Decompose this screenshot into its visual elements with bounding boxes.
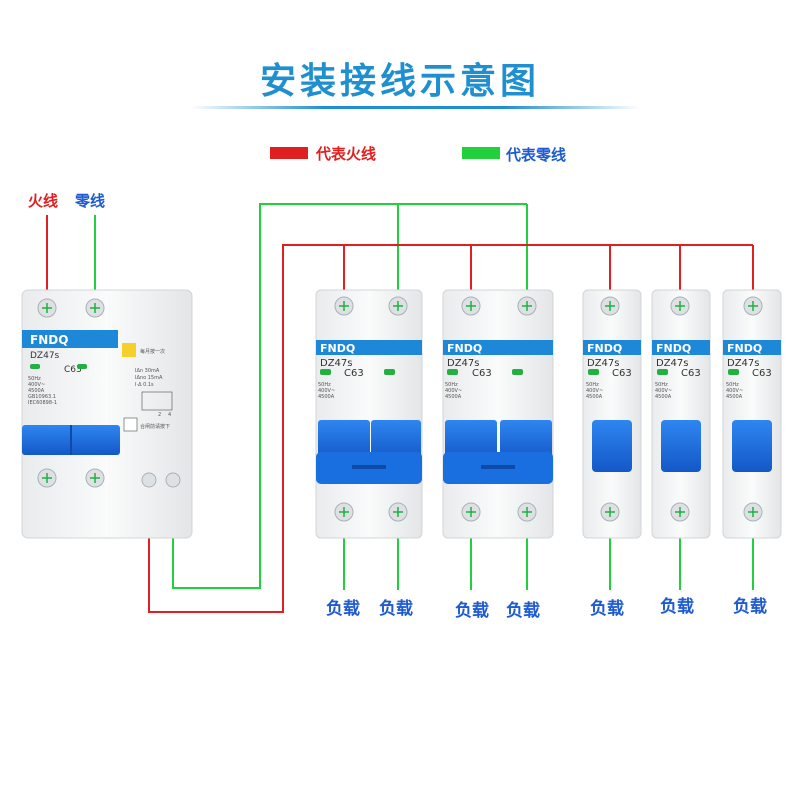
input-live-label: 火线 [28, 192, 59, 210]
breaker-1p-a-model: DZ47s [587, 358, 620, 369]
rcd-model: DZ47s [30, 351, 60, 361]
rcd-rating: C63 [64, 365, 82, 375]
breaker-1p-b: FNDQ DZ47s C63 50Hz 400V~ 4500A [651, 289, 711, 539]
rcd-reset-note: 合闸前请按下 [140, 423, 170, 430]
load-label-1: 负载 [326, 599, 360, 619]
title-underline [190, 106, 640, 109]
breaker-2p-a-model: DZ47s [320, 358, 353, 369]
breaker-2p-b-brand: FNDQ [447, 342, 482, 355]
breaker-1p-b-model: DZ47s [656, 358, 689, 369]
neutral-wires [94, 203, 528, 589]
breaker-2p-b: FNDQ DZ47s C63 50Hz 400V~ 4500A [442, 289, 554, 539]
breaker-2p-b-spec-3: 4500A [445, 394, 462, 400]
breaker-2p-a-rating: C63 [344, 368, 364, 379]
breaker-2p-b-model: DZ47s [447, 358, 480, 369]
input-neutral-label: 零线 [75, 192, 106, 210]
breaker-1p-c-spec-3: 4500A [726, 394, 743, 400]
rcd-brand: FNDQ [30, 333, 68, 347]
load-label-3: 负载 [455, 601, 489, 621]
breaker-2p-a-spec-3: 4500A [318, 394, 335, 400]
breaker-2p-b-rating: C63 [472, 368, 492, 379]
rcd-residual-1: IΔn 30mA [135, 368, 160, 374]
load-label-7: 负载 [733, 597, 767, 617]
rcd-residual-3: I·Δ 0.1s [135, 382, 154, 388]
rcd-spec-3: 4500A [28, 388, 45, 394]
page-title: 安装接线示意图 [259, 61, 540, 102]
rcd-spec-4: GB10963.1 [28, 394, 56, 400]
breaker-1p-b-brand: FNDQ [656, 342, 691, 355]
breaker-1p-c-model: DZ47s [727, 358, 760, 369]
breaker-2p-a-spec-1: 50Hz [318, 382, 331, 388]
live-legend-swatch [270, 147, 308, 159]
breaker-1p-a-rating: C63 [612, 368, 632, 379]
breaker-1p-c-handle[interactable] [732, 420, 772, 472]
breaker-2p-a-spec-2: 400V~ [318, 388, 335, 394]
live-legend-label: 代表火线 [316, 145, 377, 163]
breaker-1p-c-spec-2: 400V~ [726, 388, 743, 394]
load-label-2: 负载 [379, 599, 413, 619]
breaker-2p-a: FNDQ DZ47s C63 50Hz 400V~ 4500A [315, 289, 423, 539]
neutral-legend-swatch [462, 147, 500, 159]
breaker-2p-b-spec-1: 50Hz [445, 382, 458, 388]
breaker-1p-b-rating: C63 [681, 368, 701, 379]
rcd-residual-2: IΔno 15mA [135, 375, 163, 381]
breaker-1p-b-spec-3: 4500A [655, 394, 672, 400]
breaker-1p-a-spec-1: 50Hz [586, 382, 599, 388]
load-label-5: 负载 [590, 599, 624, 619]
live-bus-wire [148, 244, 753, 613]
breaker-2p-a-brand: FNDQ [320, 342, 355, 355]
rcd-spec-2: 400V~ [28, 382, 45, 388]
neutral-bus-wire [172, 203, 527, 589]
rcd-breaker: FNDQ DZ47s C63 50Hz 400V~ 4500A GB10963.… [21, 289, 193, 539]
rcd-term-2: 2 [158, 412, 161, 418]
breaker-1p-a-brand: FNDQ [587, 342, 622, 355]
breaker-1p-c: FNDQ DZ47s C63 50Hz 400V~ 4500A [722, 289, 782, 539]
breaker-1p-b-spec-1: 50Hz [655, 382, 668, 388]
breaker-1p-a-spec-3: 4500A [586, 394, 603, 400]
breaker-1p-c-rating: C63 [752, 368, 772, 379]
breaker-1p-b-spec-2: 400V~ [655, 388, 672, 394]
breaker-1p-a-spec-2: 400V~ [586, 388, 603, 394]
load-label-6: 负载 [660, 597, 694, 617]
breaker-2p-b-spec-2: 400V~ [445, 388, 462, 394]
breaker-1p-c-brand: FNDQ [727, 342, 762, 355]
breaker-1p-b-handle[interactable] [661, 420, 701, 472]
rcd-test-note: 每月按一次 [140, 348, 165, 355]
neutral-legend-label: 代表零线 [506, 146, 567, 164]
breaker-1p-c-spec-1: 50Hz [726, 382, 739, 388]
rcd-spec-1: 50Hz [28, 376, 41, 382]
breaker-1p-a: FNDQ DZ47s C63 50Hz 400V~ 4500A [582, 289, 642, 539]
load-label-4: 负载 [506, 601, 540, 621]
rcd-term-4: 4 [168, 412, 171, 418]
rcd-spec-5: IEC60898-1 [28, 400, 57, 406]
breaker-1p-a-handle[interactable] [592, 420, 632, 472]
